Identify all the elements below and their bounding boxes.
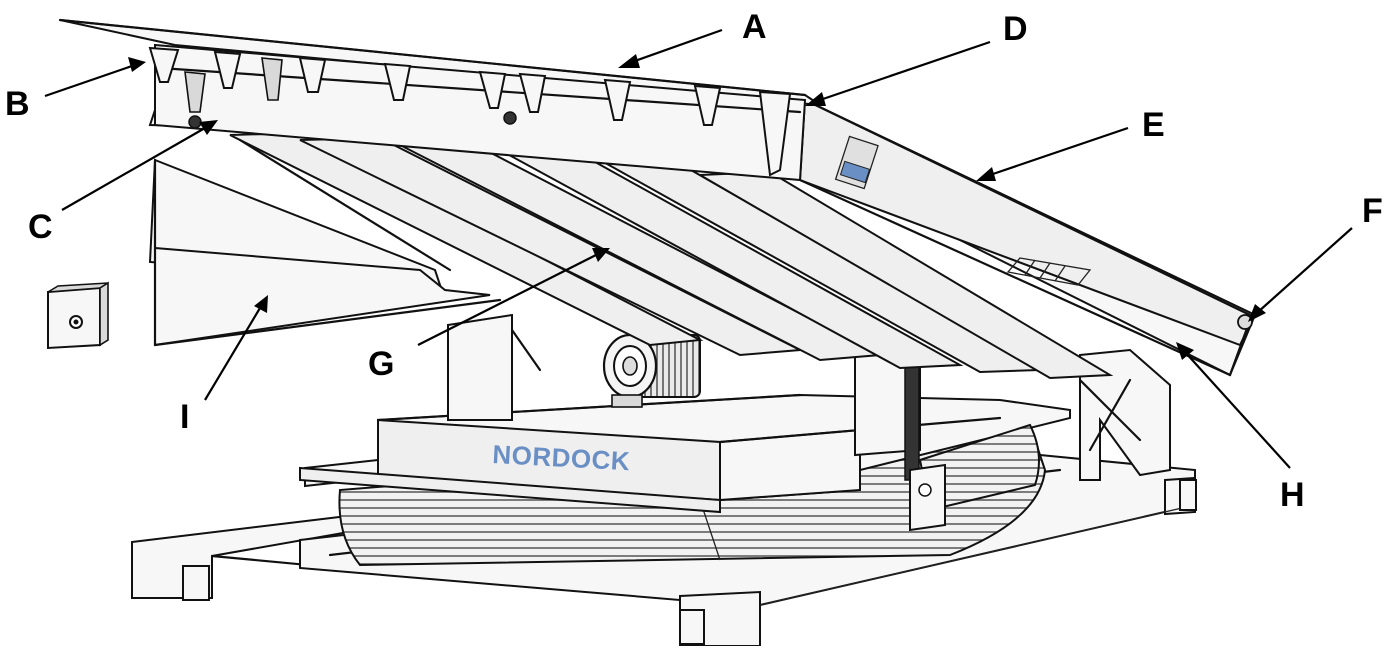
callout-d: D bbox=[1003, 10, 1028, 48]
callout-c: C bbox=[28, 208, 53, 246]
callout-f: F bbox=[1362, 192, 1383, 230]
callout-a: A bbox=[742, 8, 767, 46]
callout-h: H bbox=[1280, 476, 1305, 514]
callout-e: E bbox=[1142, 106, 1165, 144]
roller-motor bbox=[602, 333, 701, 408]
callout-i: I bbox=[180, 398, 189, 436]
front-lip bbox=[58, 18, 821, 182]
rear-roller bbox=[918, 423, 1040, 512]
callout-leaders bbox=[44, 28, 1353, 469]
side-strut bbox=[1078, 348, 1171, 481]
brand-logo-text: NORDOCK bbox=[492, 439, 631, 476]
lip-hinge-knuckles bbox=[148, 46, 792, 177]
control-box bbox=[47, 281, 109, 350]
toe-guard bbox=[148, 158, 502, 347]
deck-support-beams bbox=[229, 131, 1114, 380]
callout-g: G bbox=[368, 345, 394, 383]
callout-b: B bbox=[5, 85, 30, 123]
support-post bbox=[854, 343, 946, 532]
side-post bbox=[447, 313, 542, 421]
